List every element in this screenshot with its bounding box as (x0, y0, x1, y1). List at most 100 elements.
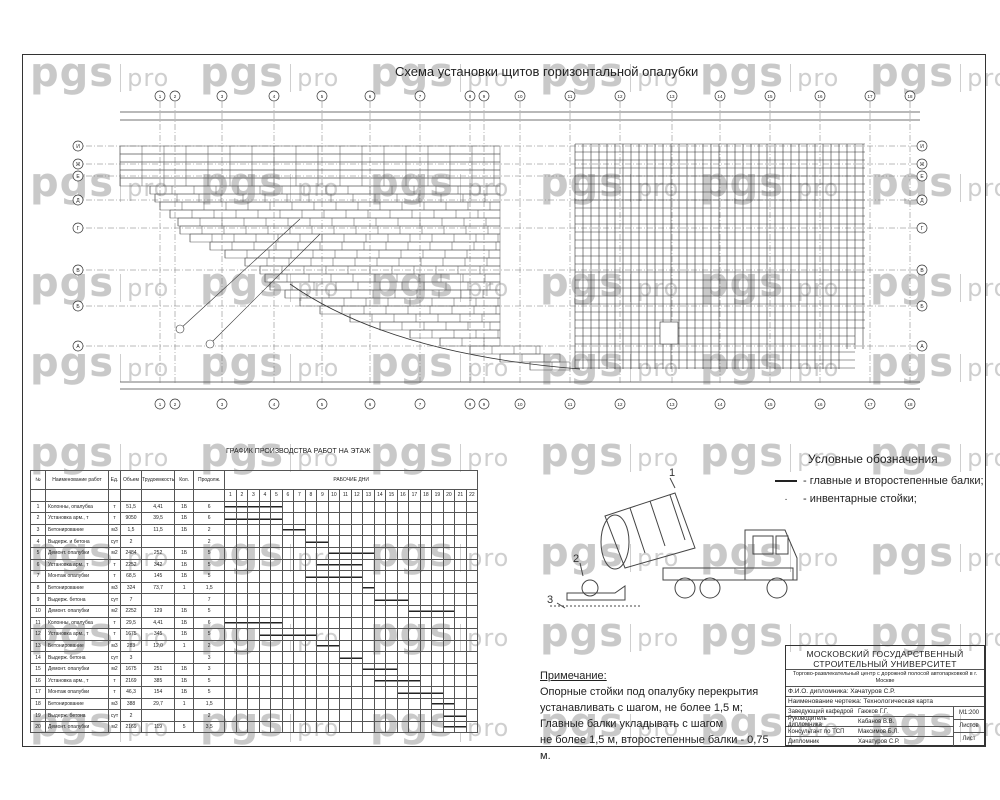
axis-number-label: 7 (419, 94, 422, 99)
gantt-cell (270, 686, 283, 699)
gantt-cell (281, 570, 295, 583)
note-block: Примечание: Опорные стойки под опалубку … (540, 668, 780, 764)
schedule-cell-dur: 5 (193, 628, 226, 641)
schedule-day-number: 13 (362, 489, 375, 502)
gantt-cell (373, 546, 387, 560)
gantt-cell (396, 570, 410, 583)
gantt-bar-segment (247, 512, 260, 525)
gantt-cell (442, 546, 456, 560)
gantt-bar-segment (258, 628, 272, 641)
gantt-cell (442, 616, 456, 630)
gantt-bar-segment (454, 709, 467, 722)
gantt-cell (396, 662, 410, 676)
gantt-cell (293, 570, 306, 583)
schedule-cell-qty: 324 (120, 581, 142, 595)
axis-number-label: 5 (321, 402, 324, 407)
note-line-2: устанавливать с шагом, не более 1,5 м; (540, 702, 743, 714)
gantt-cell (419, 674, 433, 688)
axis-number-label: 17 (867, 402, 873, 407)
axis-number-label: 18 (907, 402, 913, 407)
gantt-cell (293, 662, 306, 676)
axis-letter-label: Б (76, 304, 80, 310)
gantt-cell (247, 593, 260, 606)
schedule-cell-unit: сут (108, 651, 121, 664)
gantt-cell (304, 558, 318, 572)
gantt-cell (270, 709, 283, 722)
schedule-cell-dur: 5 (193, 686, 226, 699)
gantt-cell (396, 651, 410, 664)
schedule-cell-labor (140, 593, 176, 606)
axis-number-label: 10 (517, 402, 523, 407)
gantt-bar-segment (373, 662, 387, 676)
schedule-day-number: 21 (454, 489, 467, 502)
schedule-cell-unit: м3 (108, 523, 121, 537)
gantt-cell (396, 616, 410, 630)
legend-item-beams: - главные и второстепенные балки; (775, 472, 985, 490)
schedule-cell-name: Демонт. опалубки (45, 546, 109, 560)
schedule-cell-name: Выдерж. бетона (45, 651, 109, 664)
schedule-cell-name: Демонт. опалубки (45, 720, 109, 734)
schedule-cell-n: 8 (30, 581, 46, 595)
gantt-cell (247, 523, 260, 537)
gantt-cell (281, 686, 295, 699)
schedule-cell-qty: 68,5 (120, 570, 142, 583)
axis-number-bubble (564, 90, 576, 102)
gantt-cell (431, 500, 444, 514)
legend-title: Условные обозначения (808, 452, 938, 466)
stamp-organization: МОСКОВСКИЙ ГОСУДАРСТВЕННЫЙ СТРОИТЕЛЬНЫЙ … (786, 646, 984, 669)
stamp-name-1: Гаюков Г.Г. (858, 708, 888, 715)
schedule-cell-qty: 29,5 (120, 616, 142, 630)
schedule-cell-dur: 5 (193, 546, 226, 560)
gantt-cell (258, 604, 272, 618)
axis-letter-bubble (916, 194, 928, 206)
gantt-cell (235, 628, 249, 641)
gantt-cell (281, 674, 295, 688)
gantt-cell (362, 720, 375, 734)
gantt-cell (454, 604, 467, 618)
gantt-cell (465, 686, 479, 699)
gantt-cell (281, 546, 295, 560)
gantt-cell (385, 616, 398, 630)
gantt-cell (235, 662, 249, 676)
gantt-cell (454, 628, 467, 641)
axis-number-label: 6 (369, 94, 372, 99)
gantt-cell (419, 628, 433, 641)
gantt-cell (442, 593, 456, 606)
gantt-cell (431, 535, 444, 548)
gantt-cell (385, 523, 398, 537)
gantt-cell (293, 546, 306, 560)
gantt-cell (281, 512, 295, 525)
stamp-scale: М1:200 (954, 707, 984, 720)
gantt-cell (442, 639, 456, 653)
schedule-cell-crew: 1 (174, 697, 195, 711)
schedule-cell-labor (140, 709, 176, 722)
gantt-cell (270, 581, 283, 595)
gantt-cell (235, 581, 249, 595)
schedule-cell-unit: т (108, 570, 121, 583)
formwork-grid-right (574, 143, 865, 369)
schedule-cell-n: 15 (30, 662, 46, 676)
gantt-cell (431, 593, 444, 606)
schedule-cell-name: Бетонирование (45, 697, 109, 711)
schedule-cell-n: 16 (30, 674, 46, 688)
gantt-cell (396, 546, 410, 560)
schedule-cell-qty: 1,5 (120, 523, 142, 537)
gantt-bar-segment (224, 512, 237, 525)
axis-letter-bubble (916, 158, 928, 170)
axis-number-label: 2 (174, 402, 177, 407)
gantt-cell (304, 512, 318, 525)
gantt-cell (454, 593, 467, 606)
gantt-cell (258, 581, 272, 595)
gantt-cell (465, 662, 479, 676)
axis-number-label: 14 (717, 402, 723, 407)
gantt-cell (431, 512, 444, 525)
